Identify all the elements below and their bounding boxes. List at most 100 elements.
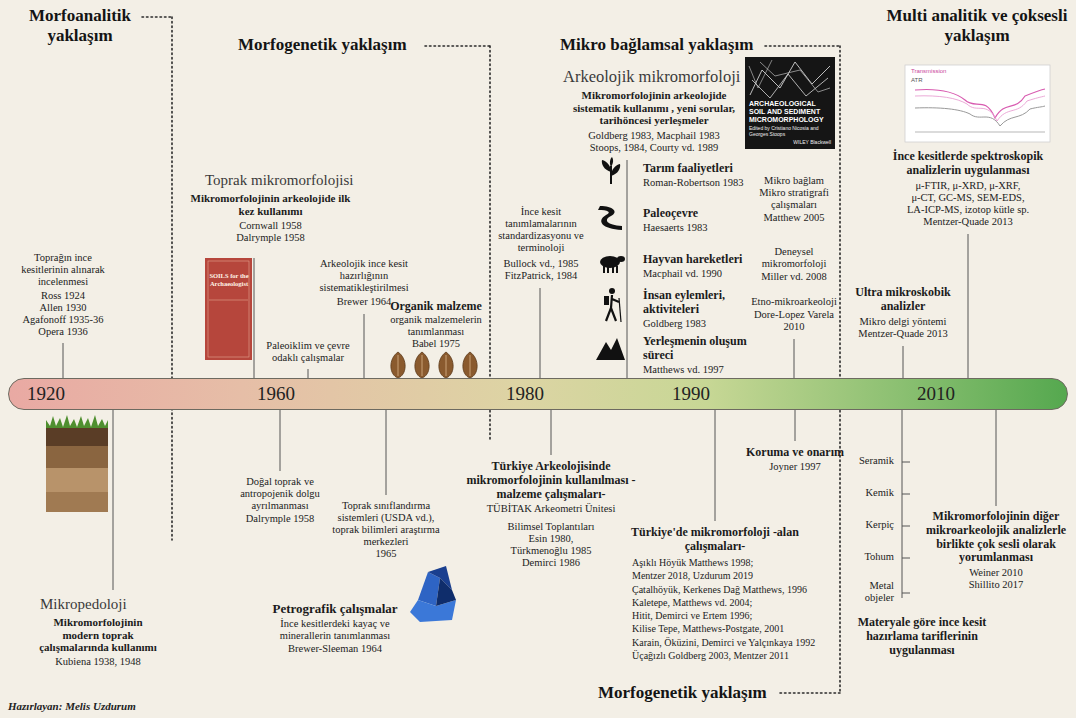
sheep-icon bbox=[603, 266, 605, 273]
timeline-bar: 19201960198019902010 bbox=[8, 378, 1068, 410]
topic-title: Mikromorfolojinin diğer mikroarkeolojik … bbox=[922, 510, 1070, 565]
leader-line bbox=[386, 410, 387, 495]
reference-text: Macphail vd. 1990 bbox=[643, 268, 753, 280]
soil-profile bbox=[46, 428, 108, 446]
leader-line bbox=[794, 339, 795, 378]
reference-text: Goldberg 1983 bbox=[643, 318, 743, 330]
crystal-image bbox=[436, 578, 456, 606]
reference-text: Dalrymple 1958 bbox=[230, 513, 330, 525]
topic-title: Paleoçevre bbox=[643, 207, 753, 221]
reference-text: Kaletepe, Matthews vd. 2004; bbox=[632, 596, 837, 609]
reference-text: Agafonoff 1935-36 bbox=[13, 314, 113, 326]
leader-line bbox=[280, 410, 281, 471]
soil-profile bbox=[46, 468, 108, 492]
approach-divider bbox=[765, 45, 840, 47]
topic-title: Koruma ve onarım bbox=[745, 446, 845, 460]
reference-text: Esin 1980, bbox=[456, 533, 646, 545]
reference-text: Türkmenoğlu 1985 bbox=[456, 545, 646, 557]
river-icon bbox=[598, 206, 622, 230]
leader-line bbox=[254, 258, 255, 378]
leader-line bbox=[364, 314, 365, 378]
leader-line bbox=[902, 494, 910, 495]
year-label: 1920 bbox=[27, 379, 65, 409]
topic-title: Hayvan hareketleri bbox=[643, 253, 753, 267]
mountain-icon bbox=[596, 338, 625, 360]
reference-text: Doğal toprak ve antropojenik dolgu ayrıl… bbox=[230, 476, 330, 512]
book-cover bbox=[745, 57, 835, 149]
plant-icon bbox=[602, 160, 611, 172]
reference-text: Kubiena 1938, 1948 bbox=[34, 656, 162, 668]
reference-text: Mentzer-Quade 2013 bbox=[870, 216, 1066, 228]
hiker-icon bbox=[606, 295, 619, 321]
hiker-icon bbox=[619, 298, 621, 322]
topic-title: Mikromorfolojinin modern toprak çalışmal… bbox=[34, 616, 162, 654]
year-label: 1980 bbox=[506, 379, 544, 409]
spectrum-chart bbox=[915, 132, 1045, 133]
plant-icon bbox=[611, 164, 620, 176]
topic-title: Türkiye'de mikromorfoloji -alan çalışmal… bbox=[630, 526, 800, 554]
field-heading: Arkeolojik mikromorfoloji bbox=[563, 68, 745, 87]
book-cover bbox=[209, 300, 248, 301]
reference-text: Deneysel mikromorfoloji bbox=[752, 246, 836, 270]
reference-text: Dalrymple 1958 bbox=[188, 232, 353, 244]
reference-text: Matthew 2005 bbox=[752, 212, 836, 224]
reference-text: Babel 1975 bbox=[384, 338, 488, 350]
reference-text: 1965 bbox=[330, 548, 442, 560]
reference-text: Çatalhöyük, Kerkenes Dağ Matthews, 1996 bbox=[632, 583, 837, 596]
approach-divider bbox=[142, 16, 172, 18]
topic-title: Tarım faaliyetleri bbox=[643, 162, 753, 176]
reference-text: Dore-Lopez Varela 2010 bbox=[748, 309, 840, 333]
approach-divider bbox=[171, 17, 173, 540]
seed-image bbox=[398, 355, 470, 376]
approach-heading: Morfogenetik yaklaşım bbox=[238, 35, 438, 55]
topic-title: Ultra mikroskobik analizler bbox=[848, 286, 958, 314]
leader-line bbox=[902, 526, 910, 527]
soil-profile bbox=[46, 415, 108, 512]
field-heading: Toprak mikromorfolojisi bbox=[205, 172, 355, 189]
leader-line bbox=[551, 410, 552, 455]
reference-text: Shillito 2017 bbox=[922, 579, 1070, 591]
leader-line bbox=[63, 343, 64, 378]
plant-icon bbox=[602, 157, 620, 184]
reference-text: Haesaerts 1983 bbox=[643, 222, 753, 234]
topic-title: Yerleşmenin oluşum süreci bbox=[643, 335, 761, 363]
spectrum-chart bbox=[905, 65, 1050, 142]
approach-heading: Multi analitik ve çoksesli yaklaşım bbox=[884, 6, 1070, 45]
topic-title: Mikromorfolojinin arkeolojide sistematik… bbox=[560, 89, 748, 127]
reference-text: Joyner 1997 bbox=[745, 461, 845, 473]
reference-text: Mikro delgi yöntemi bbox=[848, 316, 958, 328]
topic-title: Organik malzeme bbox=[384, 300, 488, 314]
reference-text: Ross 1924 bbox=[13, 290, 113, 302]
approach-divider bbox=[780, 692, 840, 694]
approach-heading: Morfoanalitik yaklaşım bbox=[10, 6, 150, 45]
topic-title: İnsan eylemleri, aktiviteleri bbox=[643, 289, 743, 317]
mountain-icon bbox=[596, 338, 625, 360]
approach-divider bbox=[839, 46, 841, 693]
reference-text: Mentzer-Quade 2013 bbox=[848, 328, 958, 340]
soil-profile bbox=[46, 492, 108, 512]
leader-line bbox=[903, 346, 904, 378]
reference-text: Cornwall 1958 bbox=[188, 220, 353, 232]
book-cover-text: ARCHAEOLOGICAL SOIL AND SEDIMENT MICROMO… bbox=[749, 100, 831, 124]
reference-text: μ-FTIR, μ-XRD, μ-XRF, bbox=[870, 180, 1066, 192]
reference-text: Seramik bbox=[848, 455, 894, 467]
reference-text: Bilimsel Toplantıları bbox=[456, 521, 646, 533]
reference-text: Üçağızlı Goldberg 2003, Mentzer 2011 bbox=[632, 649, 837, 662]
reference-text: İnce kesit tanımlamalarının standardizas… bbox=[487, 206, 595, 254]
approach-divider bbox=[425, 45, 490, 47]
plant-icon bbox=[610, 157, 613, 167]
reference-text: Weiner 2010 bbox=[922, 567, 1070, 579]
book-cover-text: SOILS for the Archaeologist bbox=[207, 272, 251, 287]
leader-line bbox=[113, 410, 114, 590]
reference-text: Kerpiç bbox=[848, 519, 894, 531]
field-heading: Mikropedoloji bbox=[40, 596, 170, 613]
reference-text: Kilise Tepe, Matthews-Postgate, 2001 bbox=[632, 622, 837, 635]
reference-text: Bullock vd., 1985 bbox=[487, 258, 595, 270]
reference-text: Arkeolojik ince kesit hazırlığının siste… bbox=[305, 258, 423, 294]
reference-text: Kemik bbox=[848, 487, 894, 499]
topic-title: Materyale göre ince kesit hazırlama tari… bbox=[848, 616, 996, 657]
approach-heading: Morfogenetik yaklaşım bbox=[598, 683, 798, 703]
reference-text: Tohum bbox=[848, 551, 894, 563]
reference-text: Metal objeler bbox=[848, 580, 894, 604]
